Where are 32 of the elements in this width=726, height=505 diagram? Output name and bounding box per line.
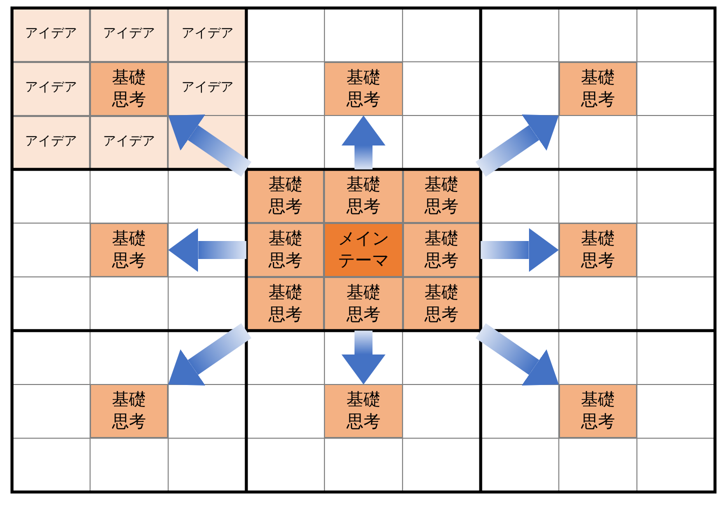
- idea-cell: アイデア: [12, 116, 90, 170]
- basic-thinking-cell: 基礎思考: [402, 169, 481, 224]
- basic-thinking-cell: 基礎思考: [324, 169, 403, 224]
- basic-thinking-cell: 基礎思考: [324, 384, 403, 438]
- arrow: [480, 228, 559, 272]
- basic-thinking-cell: 基礎思考: [324, 276, 403, 331]
- idea-cell: アイデア: [90, 116, 168, 170]
- basic-thinking-cell: 基礎思考: [246, 169, 324, 224]
- arrow: [342, 330, 386, 384]
- basic-thinking-cell: 基礎思考: [90, 384, 168, 438]
- idea-cell: アイデア: [90, 8, 168, 62]
- basic-thinking-cell: 基礎思考: [402, 223, 481, 277]
- basic-thinking-cell: 基礎思考: [246, 276, 324, 331]
- idea-cell: アイデア: [12, 62, 90, 116]
- basic-thinking-cell: 基礎思考: [558, 223, 637, 277]
- idea-cell: アイデア: [168, 8, 246, 62]
- basic-thinking-cell: 基礎思考: [558, 62, 637, 116]
- basic-thinking-cell: 基礎思考: [558, 384, 637, 438]
- arrow: [168, 114, 252, 177]
- basic-thinking-cell: 基礎思考: [402, 276, 481, 331]
- arrow: [476, 114, 559, 177]
- arrow: [168, 323, 252, 386]
- arrow: [342, 116, 386, 170]
- arrow: [168, 228, 246, 272]
- basic-thinking-cell: 基礎思考: [324, 62, 403, 116]
- basic-thinking-cell: 基礎思考: [90, 223, 168, 277]
- idea-cell: アイデア: [12, 8, 90, 62]
- main-theme-cell: メインテーマ: [324, 223, 403, 277]
- basic-thinking-cell: 基礎思考: [90, 62, 168, 116]
- arrow: [476, 323, 559, 386]
- idea-cell: アイデア: [168, 62, 246, 116]
- basic-thinking-cell: 基礎思考: [246, 223, 324, 277]
